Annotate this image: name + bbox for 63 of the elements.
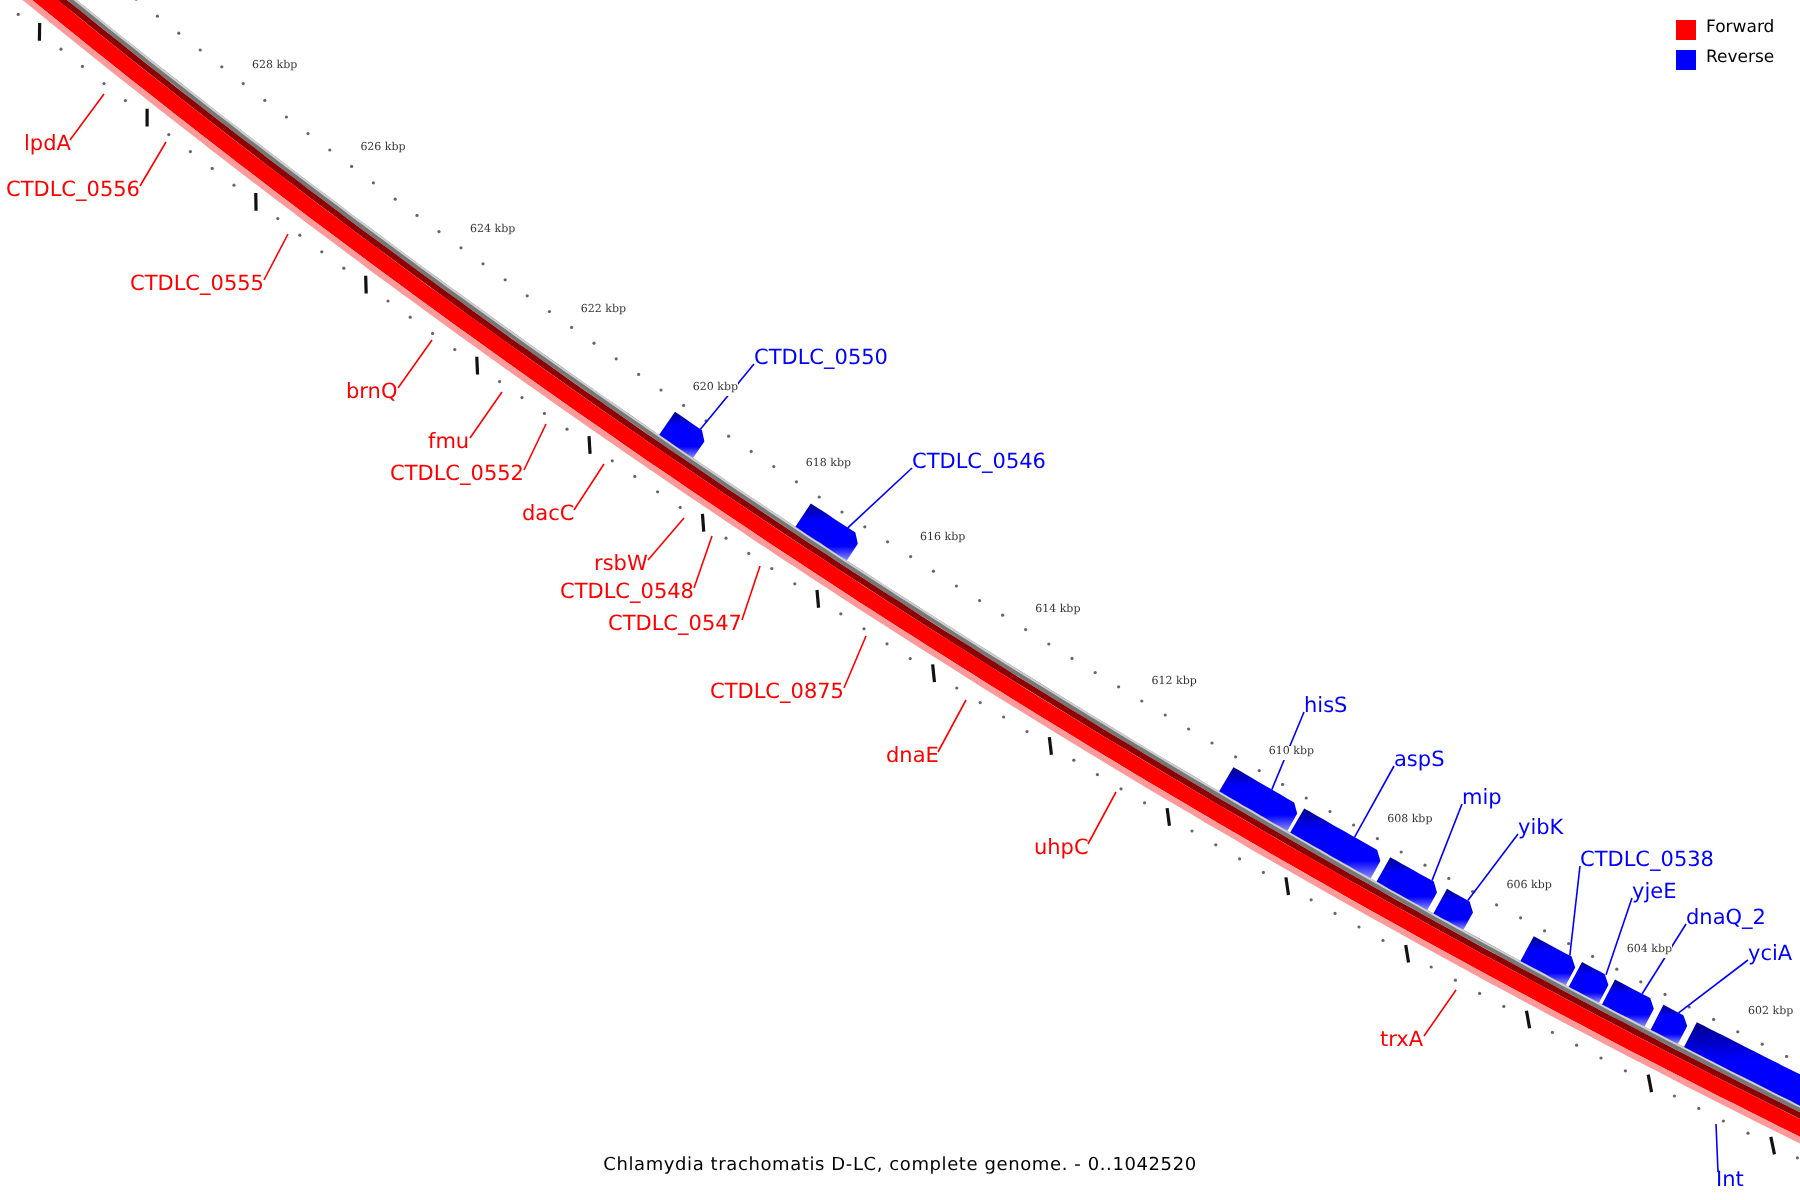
- gene-label: aspS: [1394, 748, 1445, 774]
- leader-line: [1271, 711, 1305, 791]
- leader-line: [741, 565, 761, 621]
- gene-label: yibK: [1518, 816, 1564, 842]
- leader-line: [469, 391, 503, 439]
- gene-label: Int: [1716, 1168, 1744, 1194]
- gene-label: yjeE: [1632, 880, 1677, 906]
- leader-line: [1353, 765, 1395, 838]
- gene-block: [659, 411, 705, 458]
- gene-block: [1568, 962, 1609, 1003]
- gene-label: CTDLC_0550: [754, 346, 888, 372]
- gene-block: [1290, 808, 1381, 879]
- gene-label: hisS: [1304, 694, 1348, 720]
- leader-line: [69, 93, 105, 141]
- gene-label: CTDLC_0552: [390, 462, 524, 488]
- gene-label: CTDLC_0548: [560, 580, 694, 606]
- gene-label: uhpC: [1034, 836, 1089, 862]
- legend-label: Reverse: [1706, 48, 1775, 70]
- gene-label: lpdA: [24, 132, 71, 158]
- leader-line: [937, 699, 967, 753]
- leader-line: [1605, 897, 1633, 976]
- leader-line: [699, 363, 755, 430]
- leader-line: [397, 339, 433, 389]
- leader-line: [1431, 803, 1463, 882]
- gene-block: [1650, 1004, 1688, 1044]
- leader-line: [1715, 1123, 1719, 1173]
- leader-line: [693, 535, 713, 589]
- leader-line: [843, 635, 867, 689]
- leader-line: [1423, 989, 1457, 1037]
- gene-block: [795, 503, 858, 561]
- gene-label: fmu: [428, 430, 470, 456]
- gene-label: brnQ: [346, 380, 398, 406]
- leader-line: [647, 517, 685, 561]
- gene-label: dacC: [522, 502, 575, 528]
- leader-line: [523, 423, 547, 471]
- gene-block: [1376, 857, 1437, 910]
- leader-line: [1677, 959, 1749, 1014]
- gene-block: [1433, 888, 1473, 930]
- gene-label: dnaE: [886, 744, 939, 770]
- legend-label: Forward: [1706, 18, 1775, 40]
- gene-label: CTDLC_0546: [912, 450, 1046, 476]
- gene-label: trxA: [1380, 1028, 1424, 1054]
- gene-label: dnaQ_2: [1686, 906, 1766, 932]
- leader-line: [573, 463, 605, 511]
- gene-block: [1520, 936, 1576, 986]
- gene-label: CTDLC_0556: [6, 178, 140, 204]
- gene-label: yciA: [1748, 942, 1793, 968]
- leader-line: [1569, 865, 1581, 957]
- leader-line: [847, 467, 913, 529]
- gene-block: [1219, 767, 1298, 831]
- leader-line: [139, 141, 167, 187]
- gene-label: CTDLC_0547: [608, 612, 742, 638]
- caption: Chlamydia trachomatis D-LC, complete genome. - 0..1042520: [603, 1156, 1197, 1176]
- leader-line: [1087, 791, 1117, 845]
- leader-line: [1467, 833, 1519, 902]
- gene-label: mip: [1462, 786, 1502, 812]
- gene-block: [1602, 979, 1654, 1027]
- gene-label: rsbW: [594, 552, 648, 578]
- gene-label: CTDLC_0555: [130, 272, 264, 298]
- gene-label: CTDLC_0875: [710, 680, 844, 706]
- leader-line: [1641, 923, 1687, 995]
- gene-label: CTDLC_0538: [1580, 848, 1714, 874]
- leader-line: [263, 233, 289, 281]
